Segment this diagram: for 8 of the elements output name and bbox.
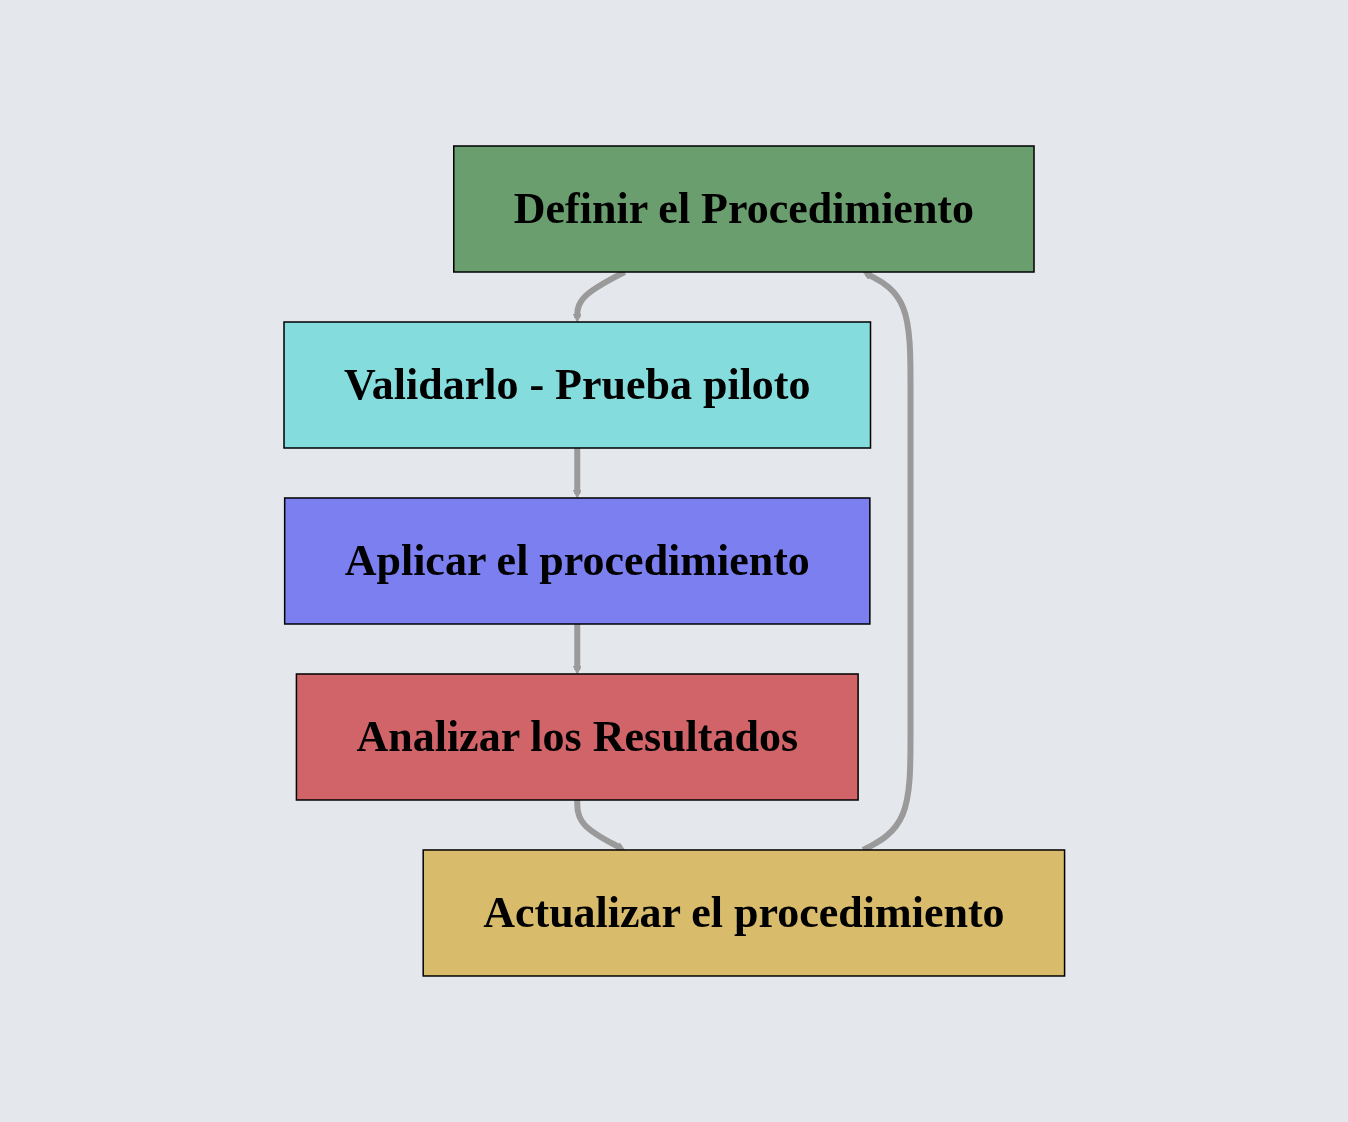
node-box: Actualizar el procedimiento [422, 849, 1066, 977]
arrow [572, 448, 582, 499]
node-box: Analizar los Resultados [295, 673, 859, 801]
node-box: Aplicar el procedimiento [283, 497, 871, 625]
arrow [572, 624, 582, 675]
arrow [573, 800, 625, 851]
node-box: Definir el Procedimiento [452, 145, 1035, 273]
node-box: Validarlo - Prueba piloto [282, 321, 871, 449]
